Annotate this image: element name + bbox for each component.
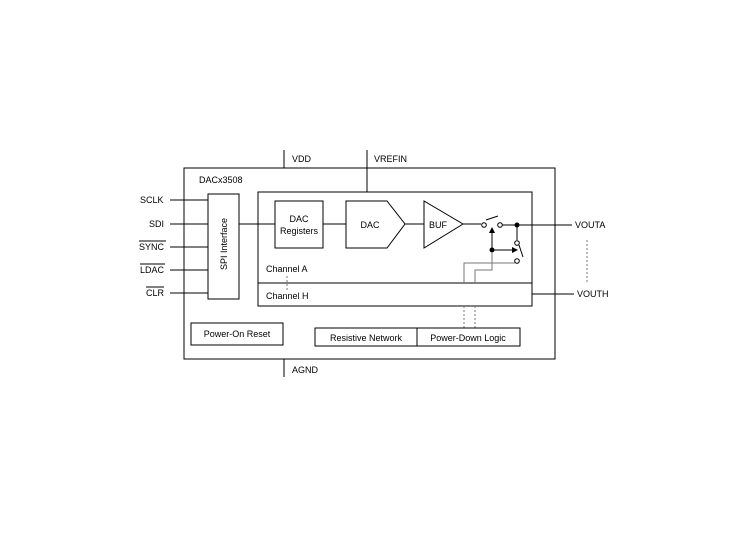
- clr-label: CLR: [146, 288, 165, 298]
- power-down-logic-block: [416, 327, 521, 347]
- ldac-label: LDAC: [140, 265, 165, 275]
- dac-registers-block: [274, 200, 324, 249]
- spi-interface-label: SPI Interface: [219, 218, 229, 270]
- pulldown-contact-top: [514, 240, 520, 246]
- vrefin-label: VREFIN: [374, 154, 407, 164]
- output-switch-contact-b: [497, 222, 503, 228]
- sclk-label: SCLK: [140, 195, 164, 205]
- output-switch-contact-a: [481, 222, 487, 228]
- power-down-path: [474, 252, 493, 283]
- control-node: [489, 247, 495, 253]
- dac-label: DAC: [360, 220, 380, 230]
- resistive-network-label: Resistive Network: [330, 333, 403, 343]
- buf-label: BUF: [429, 220, 448, 230]
- chip-name: DACx3508: [199, 175, 243, 185]
- pulldown-blade: [518, 244, 524, 258]
- dac-registers-label-2: Registers: [280, 226, 319, 236]
- power-on-reset-block: [190, 322, 284, 346]
- switch-control-arrow: [489, 227, 495, 233]
- power-on-reset-label: Power-On Reset: [204, 329, 271, 339]
- spi-interface-block: [207, 193, 240, 300]
- output-switch-blade: [485, 215, 499, 221]
- resistive-network-path: [463, 262, 515, 283]
- pulldown-contact-bottom: [514, 258, 520, 264]
- agnd-label: AGND: [292, 365, 319, 375]
- dac-block: [345, 200, 406, 249]
- dac-registers-label-1: DAC: [289, 214, 309, 224]
- power-down-logic-label: Power-Down Logic: [430, 333, 506, 343]
- sdi-label: SDI: [149, 219, 164, 229]
- vouth-label: VOUTH: [577, 289, 609, 299]
- vouta-label: VOUTA: [575, 220, 605, 230]
- channel-h-label: Channel H: [266, 291, 309, 301]
- channel-a-label: Channel A: [266, 264, 308, 274]
- chip-boundary: [183, 167, 556, 360]
- vdd-label: VDD: [292, 154, 312, 164]
- pulldown-control-arrow: [512, 247, 518, 253]
- sync-label: SYNC: [139, 242, 165, 252]
